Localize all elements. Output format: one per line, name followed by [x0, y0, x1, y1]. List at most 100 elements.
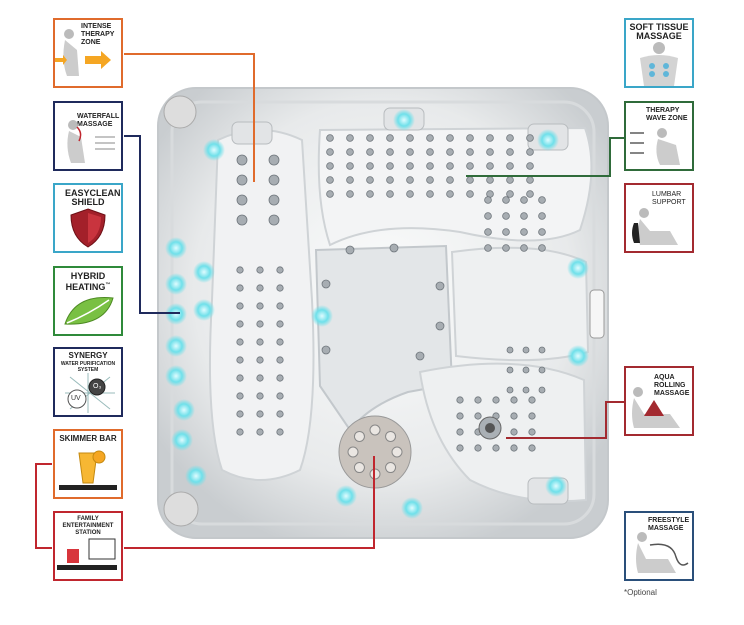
jet — [256, 320, 264, 328]
jet — [256, 356, 264, 364]
jet — [366, 176, 374, 184]
jet — [256, 392, 264, 400]
card-lumbar-support: LUMBAR SUPPORT — [624, 183, 694, 253]
jet — [276, 266, 284, 274]
drink-icon — [59, 450, 117, 490]
jet — [276, 284, 284, 292]
jet — [510, 396, 518, 404]
jet — [466, 134, 474, 142]
jet — [256, 302, 264, 310]
jet — [474, 412, 482, 420]
back-muscle-icon — [640, 42, 678, 86]
disc-button — [369, 424, 381, 436]
jet — [474, 444, 482, 452]
disc-button — [385, 430, 397, 442]
pillow — [231, 121, 273, 145]
jet-light — [165, 237, 187, 259]
jet — [506, 366, 514, 374]
jet — [484, 244, 492, 252]
jet — [506, 162, 514, 170]
jet — [236, 154, 248, 166]
card-easyclean-shield: EASYCLEAN SHIELD — [53, 183, 123, 253]
jet — [474, 396, 482, 404]
jet — [510, 444, 518, 452]
jet — [236, 266, 244, 274]
jet-light — [165, 273, 187, 295]
jet — [520, 196, 528, 204]
jet — [456, 412, 464, 420]
jet — [502, 212, 510, 220]
jet — [406, 134, 414, 142]
jet — [484, 228, 492, 236]
rolling-arrow-icon — [632, 387, 680, 428]
jet-light — [165, 365, 187, 387]
jet — [522, 346, 530, 354]
lumbar-support-label: LUMBAR SUPPORT — [652, 191, 686, 206]
jet — [538, 212, 546, 220]
speaker-bottom-left — [163, 491, 199, 527]
jet — [466, 148, 474, 156]
jet — [522, 366, 530, 374]
card-therapy-wave-zone: THERAPY WAVE ZONE — [624, 101, 694, 171]
jet — [520, 228, 528, 236]
jet — [506, 346, 514, 354]
jet — [502, 244, 510, 252]
jet — [446, 190, 454, 198]
jet — [236, 338, 244, 346]
jet — [366, 190, 374, 198]
jet — [502, 196, 510, 204]
lumbar-icon — [632, 208, 678, 245]
jet-light — [173, 399, 195, 421]
aqua-rolling-jet-center — [485, 423, 495, 433]
jet — [526, 148, 534, 156]
jet-light — [393, 109, 415, 131]
trademark-mark: ™ — [105, 282, 111, 288]
jet — [236, 302, 244, 310]
disc-button — [347, 446, 359, 458]
jet — [321, 345, 331, 355]
jet — [502, 228, 510, 236]
jet-light — [335, 485, 357, 507]
jet — [406, 162, 414, 170]
jet — [268, 194, 280, 206]
jet — [406, 190, 414, 198]
jet — [386, 148, 394, 156]
jet — [526, 190, 534, 198]
jet — [426, 190, 434, 198]
jet — [276, 410, 284, 418]
jet — [276, 302, 284, 310]
jet — [526, 176, 534, 184]
o3-label: O₃ — [93, 383, 102, 390]
jet-light — [401, 497, 423, 519]
jet — [466, 190, 474, 198]
jet — [484, 212, 492, 220]
jet — [366, 148, 374, 156]
jet — [446, 134, 454, 142]
jet — [456, 444, 464, 452]
jet — [256, 374, 264, 382]
wave-arrows-icon — [630, 128, 680, 165]
handheld-jet-icon — [636, 532, 689, 573]
synergy-label: SYNERGY — [68, 351, 108, 360]
jet — [426, 134, 434, 142]
jet — [526, 162, 534, 170]
disc-button — [353, 462, 365, 474]
jet — [345, 245, 355, 255]
jet — [256, 338, 264, 346]
jet — [321, 279, 331, 289]
purification-icon — [65, 373, 115, 413]
jet — [236, 214, 248, 226]
jet-light — [545, 475, 567, 497]
jet — [538, 386, 546, 394]
jet — [506, 148, 514, 156]
jet — [506, 176, 514, 184]
jet — [426, 162, 434, 170]
synergy-sub-label: WATER PURIFICATION SYSTEM — [60, 361, 116, 373]
jet — [520, 244, 528, 252]
jet — [446, 162, 454, 170]
card-waterfall-massage: WATERFALL MASSAGE — [53, 101, 123, 171]
jet — [406, 148, 414, 156]
jet — [426, 176, 434, 184]
jet — [526, 134, 534, 142]
